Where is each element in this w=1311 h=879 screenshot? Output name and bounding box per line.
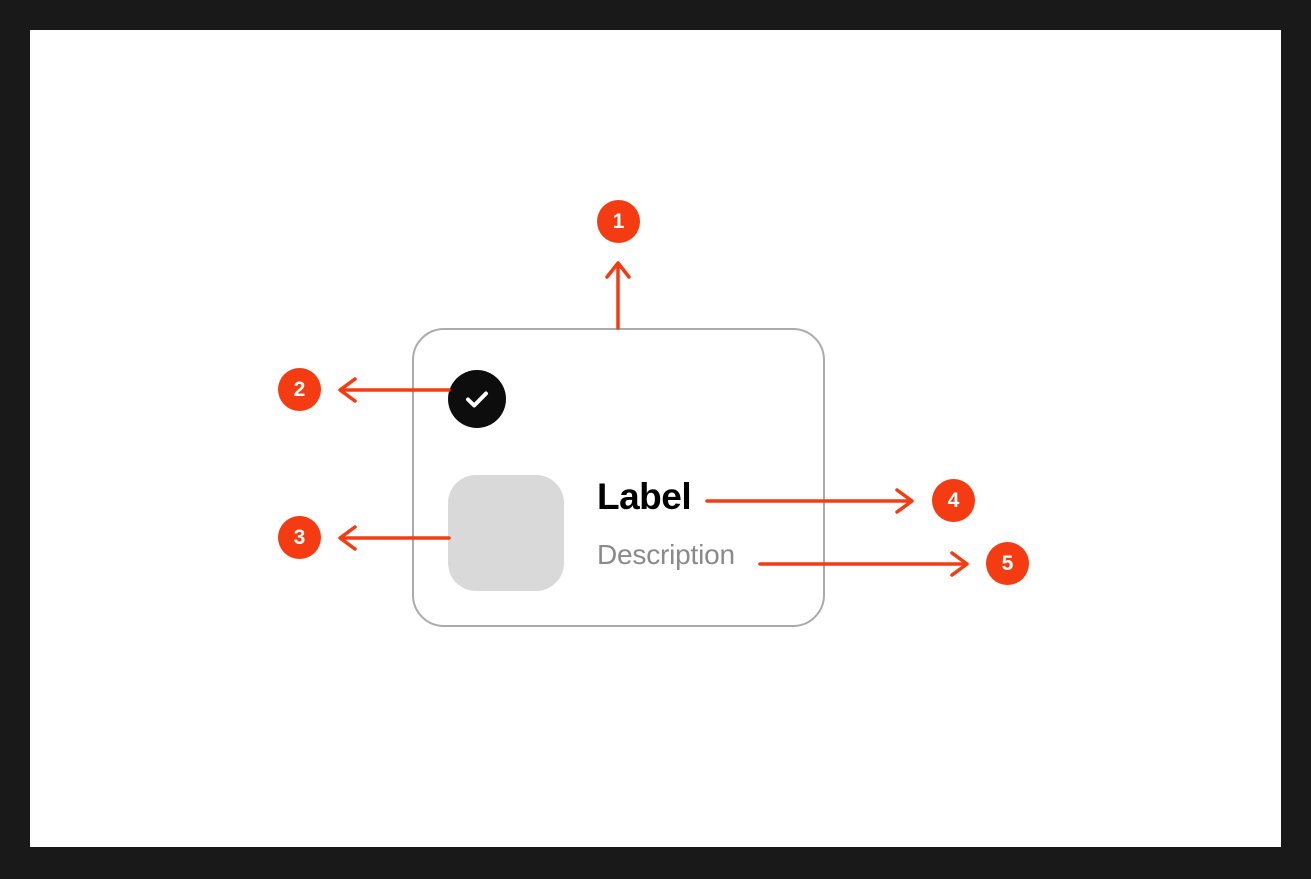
callout-badge-1[interactable]: 1 [597, 200, 640, 243]
description-text: Description [597, 539, 735, 570]
card-text-block: Label Description [597, 478, 807, 569]
callout-badge-3[interactable]: 3 [278, 516, 321, 559]
selection-card[interactable]: Label Description [412, 328, 825, 627]
check-icon [461, 383, 493, 415]
label-text: Label [597, 476, 692, 517]
thumbnail-placeholder [448, 475, 564, 591]
check-circle[interactable] [448, 370, 506, 428]
callout-badge-4[interactable]: 4 [932, 479, 975, 522]
callout-badge-5[interactable]: 5 [986, 542, 1029, 585]
callout-badge-2[interactable]: 2 [278, 368, 321, 411]
